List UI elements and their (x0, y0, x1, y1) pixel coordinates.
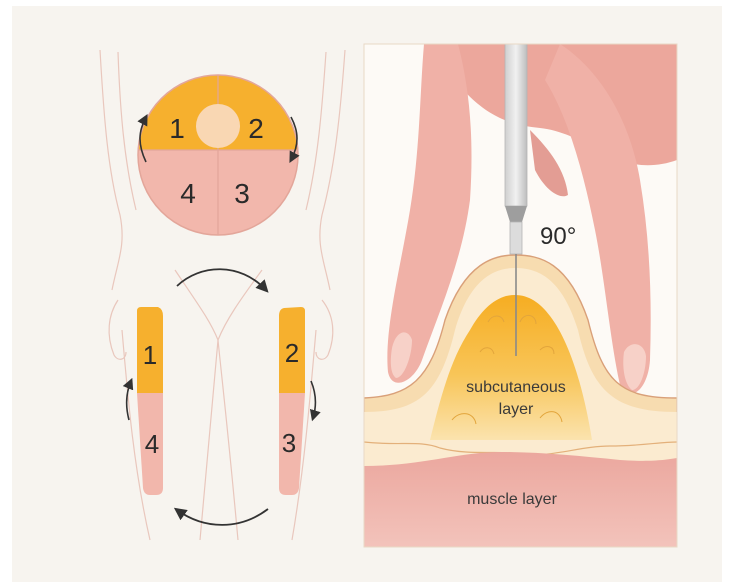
navel (196, 104, 240, 148)
angle-label: 90° (540, 223, 576, 250)
right-thigh-number-3: 3 (282, 428, 296, 458)
left-thigh-number-1: 1 (143, 340, 157, 370)
subcutaneous-label-line1: subcutaneous (466, 379, 566, 396)
subcutaneous-label-line2: layer (499, 401, 534, 418)
left-thigh-number-4: 4 (145, 429, 159, 459)
abdomen-quadrant-1: 1 (169, 113, 185, 144)
abdomen-quadrant-2: 2 (248, 113, 264, 144)
abdomen-quadrant-3: 3 (234, 178, 250, 209)
right-thigh-number-2: 2 (285, 338, 299, 368)
muscle-layer-label: muscle layer (467, 491, 557, 508)
abdomen-quadrant-4: 4 (180, 178, 196, 209)
injection-cross-section-panel: 90° subcutaneous layer muscle layer (364, 44, 677, 547)
